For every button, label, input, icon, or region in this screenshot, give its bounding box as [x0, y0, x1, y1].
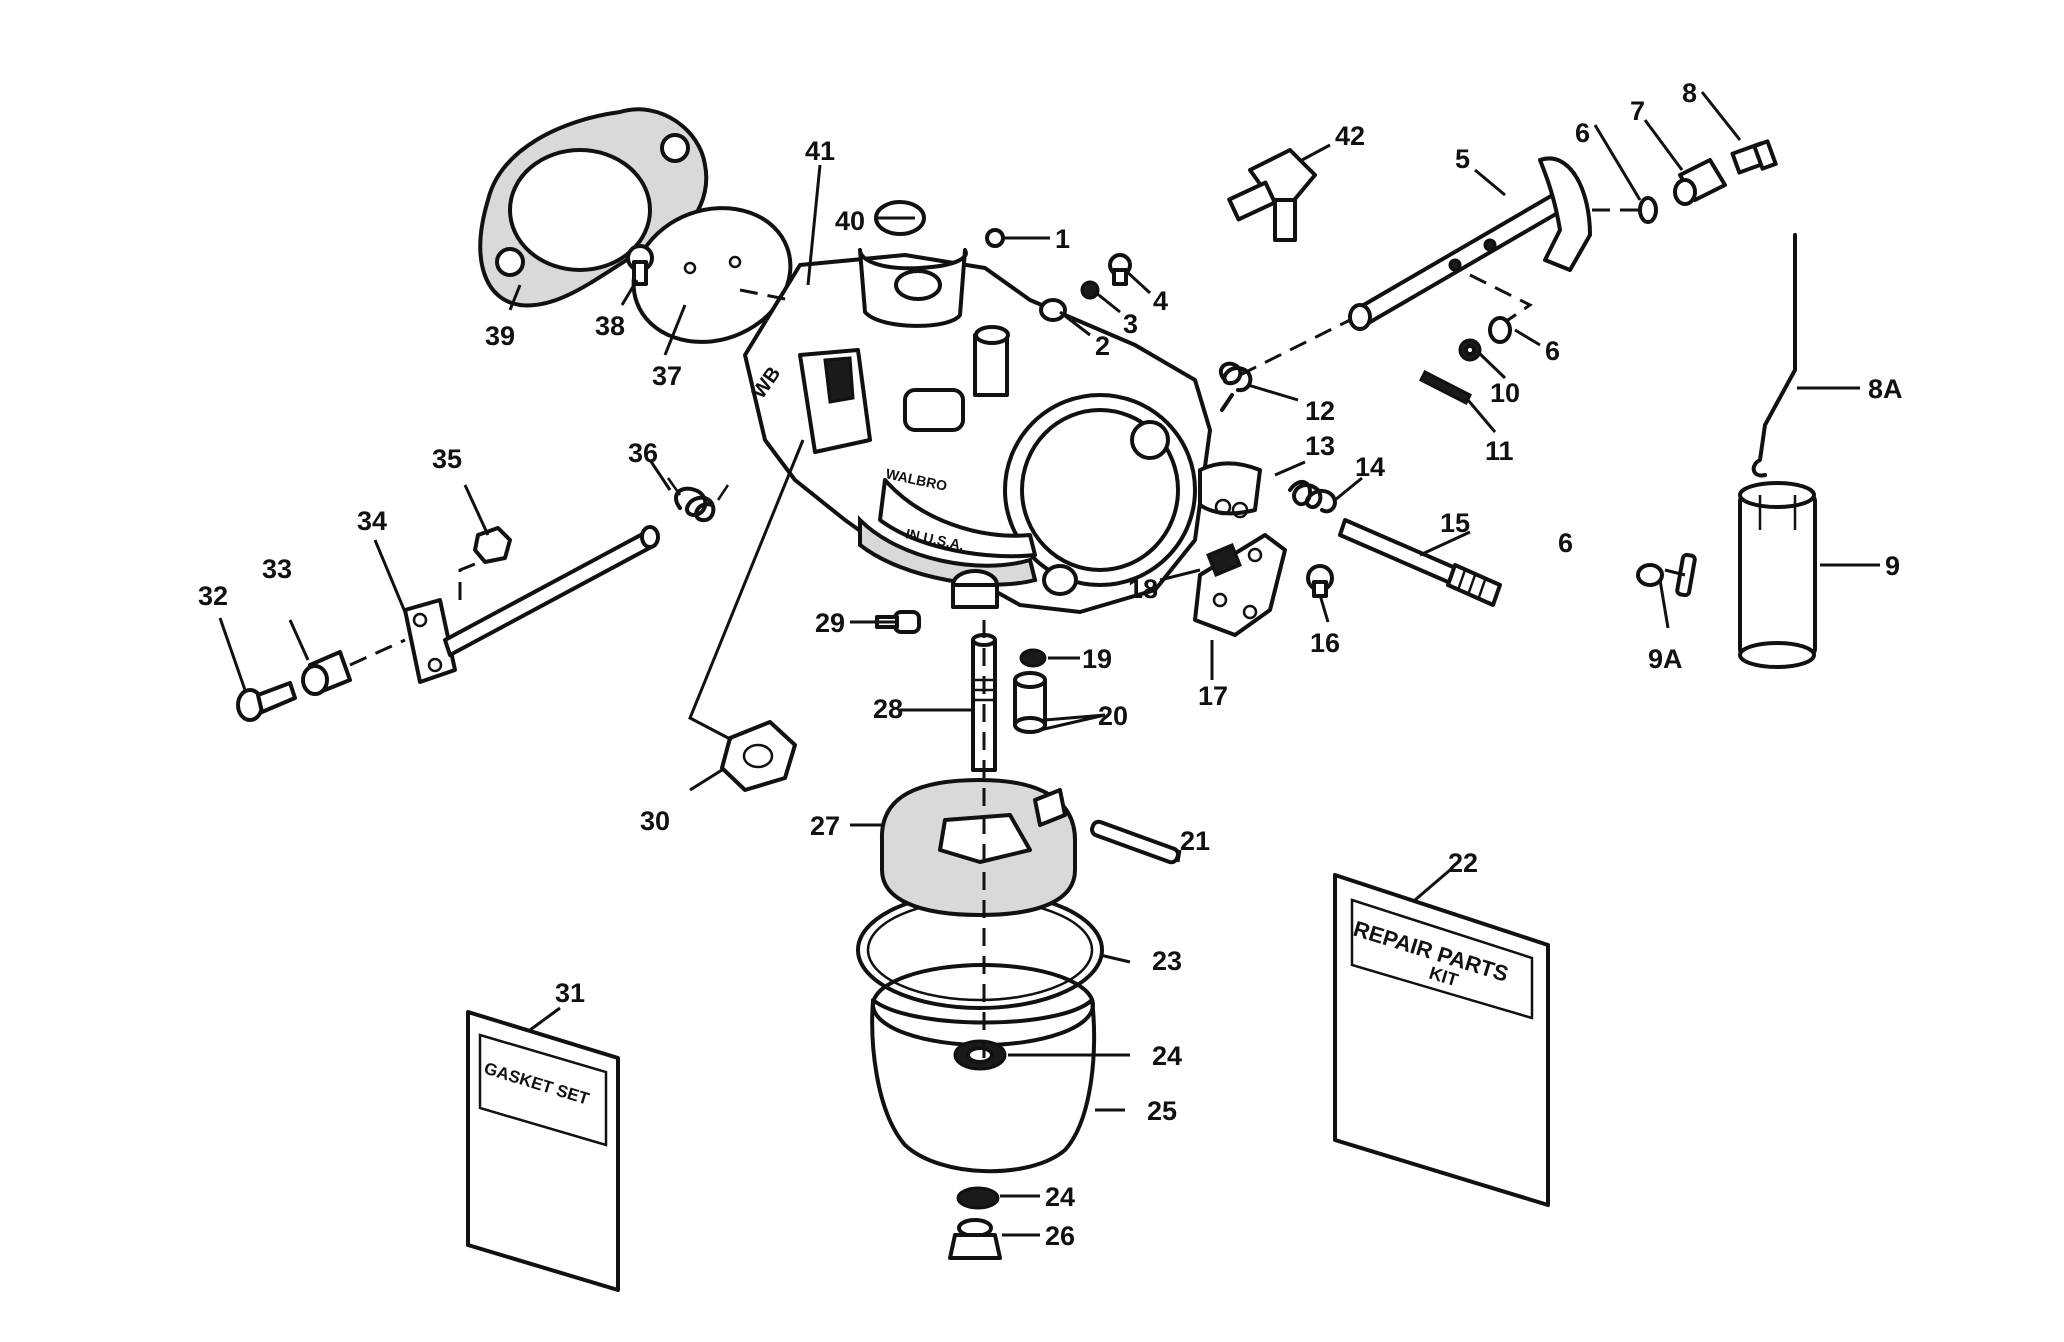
callout-31: 31: [555, 978, 585, 1008]
callout-1: 1: [1055, 224, 1070, 254]
callout-9: 9: [1885, 551, 1900, 581]
callout-23: 23: [1152, 946, 1182, 976]
part-35-nut: [473, 526, 512, 564]
callout-26: 26: [1045, 1221, 1075, 1251]
link-body-to-nut-30: [688, 439, 805, 742]
part-9-float: [1738, 481, 1817, 669]
part-16-screw: [1306, 564, 1334, 598]
callout-2: 2: [1095, 331, 1110, 361]
part-7-bushing: [1673, 158, 1727, 206]
washer-6-mid-centerline: [1469, 273, 1533, 324]
part-21-float-pin: [1090, 819, 1180, 865]
part-2-plug: [1039, 298, 1067, 322]
part-6-washer-right: [1636, 563, 1664, 587]
part-13-14-spring: [1288, 480, 1337, 514]
callout-13: 13: [1305, 431, 1335, 461]
callout-8: 8: [1682, 78, 1697, 108]
callout-11: 11: [1485, 436, 1514, 466]
throttle-shaft-centerline: [349, 638, 406, 667]
part-1-check-ball: [985, 228, 1005, 248]
callout-5: 5: [1455, 144, 1470, 174]
callout-29: 29: [815, 608, 845, 638]
part-17-throttle-lever: [1193, 533, 1287, 637]
part-19-washer: [1019, 648, 1047, 668]
callout-24-bottom: 24: [1045, 1182, 1075, 1212]
choke-shaft-centerline: [1239, 318, 1351, 377]
leader-lines: [218, 91, 1880, 1237]
callout-9a: 9A: [1648, 644, 1683, 674]
part-27-float: [879, 777, 1077, 918]
callout-24-top: 24: [1152, 1041, 1182, 1071]
part-10-needle: [1458, 338, 1482, 362]
part-24-washer-bottom: [956, 1186, 1000, 1210]
part-5-choke-shaft: [1348, 156, 1592, 331]
callout-7: 7: [1630, 96, 1645, 126]
callout-8a: 8A: [1868, 374, 1903, 404]
callout-33: 33: [262, 554, 292, 584]
callout-38: 38: [595, 311, 625, 341]
part-20-needle-seat: [1013, 671, 1047, 734]
part-31-gasket-set: GASKET SET: [466, 1010, 620, 1292]
callout-3: 3: [1123, 309, 1138, 339]
callout-37: 37: [652, 361, 682, 391]
callout-30: 30: [640, 806, 670, 836]
callout-10: 10: [1490, 378, 1520, 408]
part-24-washer-top-hole: [966, 1046, 994, 1064]
part-6-washer-top: [1638, 196, 1658, 224]
part-26-bowl-nut: [948, 1218, 1002, 1260]
callout-16: 16: [1310, 628, 1340, 658]
part-30-nut: [720, 720, 797, 792]
part-3-screw: [1080, 280, 1100, 300]
part-15-idle-needle: [1338, 518, 1502, 607]
callout-20: 20: [1098, 701, 1128, 731]
part-38-screw: [626, 244, 654, 286]
callout-17: 17: [1198, 681, 1228, 711]
nut-35-centerline: [458, 558, 486, 600]
callout-21: 21: [1180, 826, 1210, 856]
part-41-carburetor-body: WB WALBRO IN U.S.A.: [743, 248, 1262, 614]
callout-12: 12: [1305, 396, 1335, 426]
part-8a-float-pin-wire: [1751, 233, 1797, 478]
part-42-elbow-fitting: [1227, 148, 1317, 242]
callout-41: 41: [805, 136, 835, 166]
callout-32: 32: [198, 581, 228, 611]
callout-4: 4: [1153, 286, 1168, 316]
part-22-repair-parts-kit: REPAIR PARTS KIT: [1333, 873, 1550, 1207]
callout-36: 36: [628, 438, 658, 468]
part-34-throttle-shaft: [403, 525, 660, 684]
part-33-spacer: [301, 650, 352, 696]
callout-numbers: 1 2 3 4 5 6 6 6 7 8 8A 9 9A 10 11 12 13 …: [198, 78, 1903, 1251]
callout-34: 34: [357, 506, 387, 536]
part-18-spring: [1206, 543, 1242, 577]
part-6-washer-mid: [1488, 316, 1512, 344]
callout-19: 19: [1082, 644, 1112, 674]
callout-18: 18: [1128, 574, 1158, 604]
callout-35: 35: [432, 444, 462, 474]
part-37-throttle-plate: [631, 206, 793, 344]
part-11-spring: [1418, 369, 1473, 406]
callout-22: 22: [1448, 848, 1478, 878]
callout-42: 42: [1335, 121, 1365, 151]
part-8-screw: [1730, 139, 1778, 175]
throttle-plate-centerline: [739, 288, 791, 302]
callout-27: 27: [810, 811, 840, 841]
part-4-screw: [1108, 253, 1132, 286]
callout-6-top: 6: [1575, 118, 1590, 148]
callout-40: 40: [835, 206, 865, 236]
part-39-flange-gasket: [478, 107, 709, 308]
callout-6-mid: 6: [1545, 336, 1560, 366]
callout-39: 39: [485, 321, 515, 351]
callout-28: 28: [873, 694, 903, 724]
part-12-spring: [1218, 361, 1253, 412]
callout-6-right: 6: [1558, 528, 1573, 558]
callout-25: 25: [1147, 1096, 1177, 1126]
part-32-screw: [236, 681, 297, 722]
part-36-spring: [666, 477, 730, 523]
callout-14: 14: [1355, 452, 1385, 482]
callout-15: 15: [1440, 508, 1470, 538]
